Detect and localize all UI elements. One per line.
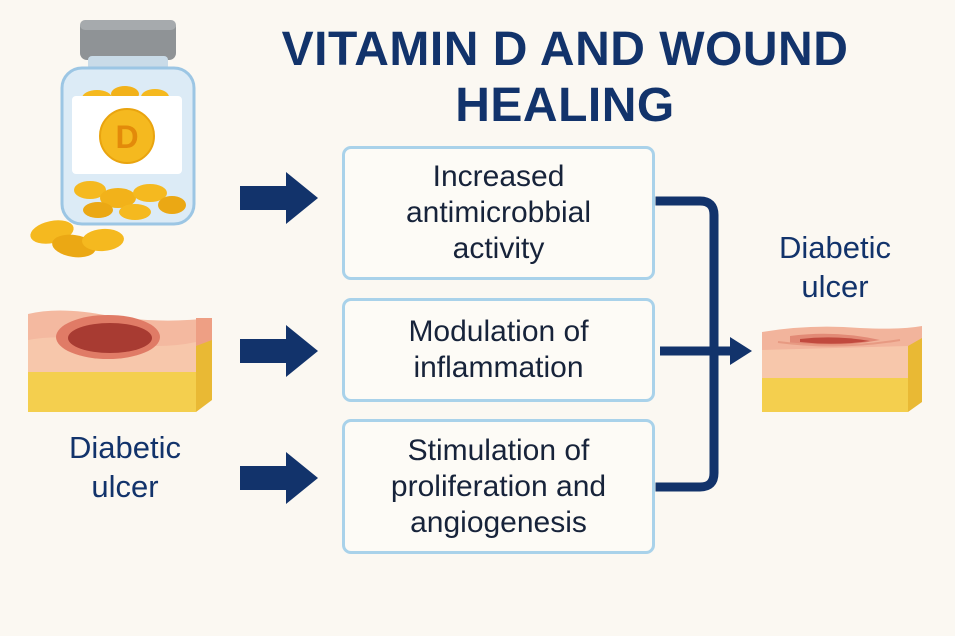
bottle-label-letter: D bbox=[115, 119, 138, 155]
effect-text-line: antimicrobbial bbox=[405, 196, 592, 229]
label-line: ulcer bbox=[801, 269, 869, 304]
arrows-into-boxes bbox=[240, 172, 318, 504]
right-ulcer-label: Diabetic ulcer bbox=[760, 228, 910, 306]
arrow-head-icon bbox=[730, 337, 752, 365]
effect-text-line: activity bbox=[452, 232, 545, 265]
merge-bracket-connector bbox=[655, 196, 752, 492]
effect-text-line: angiogenesis bbox=[410, 505, 587, 539]
arrow-right-icon bbox=[240, 325, 318, 377]
vitamin-d-bottle-icon: D bbox=[60, 20, 196, 226]
effect-text-line: proliferation and bbox=[390, 469, 607, 503]
arrow-right-icon bbox=[240, 172, 318, 224]
effect-box-inflammation: Modulation of inflammation bbox=[342, 298, 655, 402]
effect-text-line: Stimulation of bbox=[407, 433, 590, 467]
capsules-icon bbox=[30, 220, 124, 258]
effect-text-line: inflammation bbox=[413, 351, 584, 384]
effect-text-line: Increased bbox=[432, 160, 565, 193]
effect-box-proliferation: Stimulation of proliferation and angioge… bbox=[342, 419, 655, 554]
label-line: ulcer bbox=[91, 469, 159, 504]
label-line: Diabetic bbox=[779, 230, 891, 265]
diabetic-ulcer-skin-icon-left bbox=[28, 310, 212, 412]
effect-text-line: Modulation of bbox=[408, 315, 589, 348]
title-line-2: HEALING bbox=[455, 79, 675, 132]
diagram-title: VITAMIN D AND WOUND HEALING bbox=[215, 22, 915, 134]
label-line: Diabetic bbox=[69, 430, 181, 465]
title-line-1: VITAMIN D AND WOUND bbox=[281, 23, 849, 76]
effect-box-antimicrobial: Increased antimicrobbial activity bbox=[342, 146, 655, 280]
diabetic-ulcer-skin-icon-right bbox=[762, 326, 922, 412]
left-ulcer-label: Diabetic ulcer bbox=[40, 428, 210, 506]
arrow-right-icon bbox=[240, 452, 318, 504]
